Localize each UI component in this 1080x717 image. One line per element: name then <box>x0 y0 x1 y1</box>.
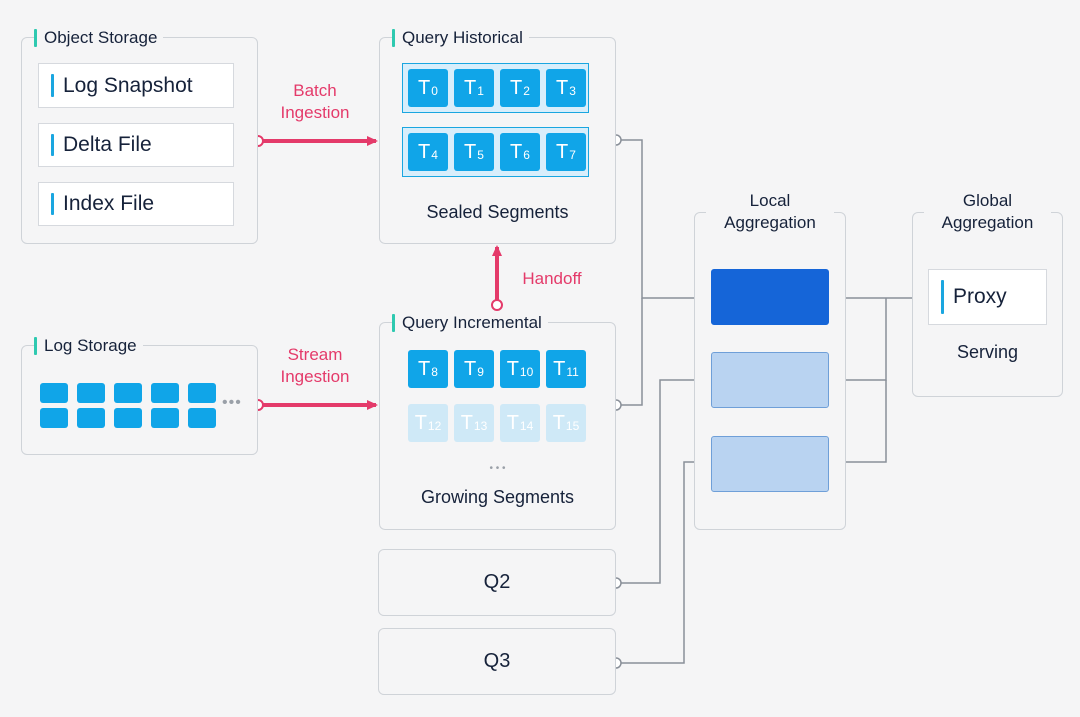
query-historical-title: Query Historical <box>392 27 529 49</box>
wire-historical-to-local <box>616 139 707 302</box>
wire-q2-to-local <box>616 376 707 584</box>
log-entry-block <box>77 408 105 428</box>
stream-ingestion-line1: Stream <box>287 345 343 364</box>
batch-ingestion-label: Batch Ingestion <box>268 80 362 124</box>
log-ellipsis-icon: ••• <box>222 394 242 411</box>
growing-ellipsis: • • • <box>489 463 506 474</box>
local-aggregator-primary <box>711 269 829 325</box>
growing-segments-caption: Growing Segments <box>420 487 575 507</box>
local-aggregation-title: Local Aggregation <box>706 190 834 234</box>
global-aggregation-title: Global Aggregation <box>924 190 1051 234</box>
handoff-label: Handoff <box>522 269 582 288</box>
local-aggregation-line1: Local <box>749 191 791 210</box>
log-entry-block <box>114 408 142 428</box>
log-entry-block <box>40 383 68 403</box>
proxy-card: Proxy <box>928 269 1047 325</box>
wire-q3-to-local <box>616 458 707 664</box>
log-entry-block <box>77 383 105 403</box>
object-storage-title: Object Storage <box>34 27 164 49</box>
log-entry-block <box>151 408 179 428</box>
batch-ingestion-line2: Ingestion <box>280 103 350 122</box>
batch-ingestion-line1: Batch <box>293 81 337 100</box>
log-entry-block <box>188 408 216 428</box>
query-incremental-title: Query Incremental <box>392 312 548 334</box>
index-file-card: Index File <box>38 182 234 226</box>
log-entry-block <box>114 383 142 403</box>
q2-box: Q2 <box>378 549 616 616</box>
global-aggregation-line2: Aggregation <box>941 213 1034 232</box>
local-aggregation-line2: Aggregation <box>724 213 816 232</box>
log-entry-block <box>40 408 68 428</box>
sealed-segments-caption: Sealed Segments <box>426 202 569 222</box>
log-snapshot-card: Log Snapshot <box>38 63 234 108</box>
log-entry-block <box>151 383 179 403</box>
log-storage-title: Log Storage <box>34 335 143 357</box>
q3-box: Q3 <box>378 628 616 695</box>
global-aggregation-line1: Global <box>962 191 1013 210</box>
delta-file-card: Delta File <box>38 123 234 167</box>
stream-ingestion-label: Stream Ingestion <box>268 344 362 388</box>
serving-caption: Serving <box>956 342 1019 362</box>
log-entry-block <box>188 383 216 403</box>
local-aggregator-3 <box>711 436 829 492</box>
stream-ingestion-line2: Ingestion <box>280 367 350 386</box>
local-aggregator-2 <box>711 352 829 408</box>
wire-incremental-to-local <box>616 298 643 406</box>
